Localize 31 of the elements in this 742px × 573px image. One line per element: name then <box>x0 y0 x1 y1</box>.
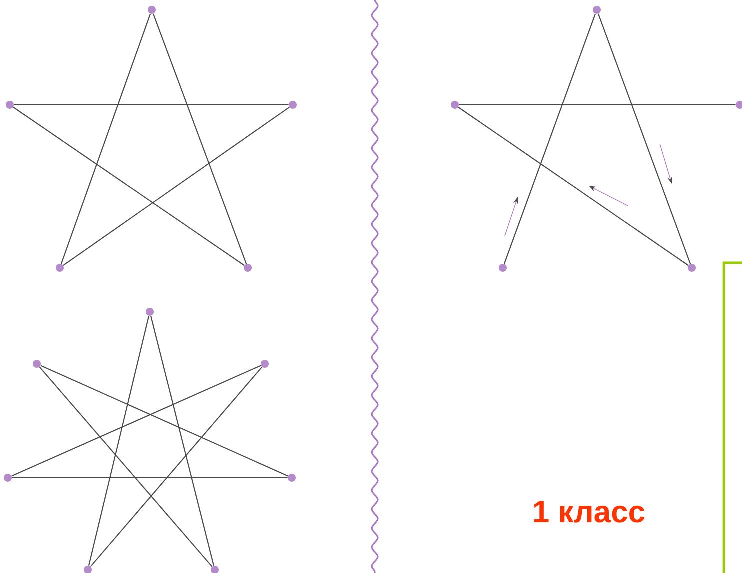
line <box>12 477 288 479</box>
line <box>152 14 248 264</box>
line <box>14 104 289 106</box>
line <box>39 366 213 568</box>
dot <box>451 101 459 109</box>
dot <box>146 308 154 316</box>
line <box>90 366 263 568</box>
dot <box>244 264 252 272</box>
line <box>63 106 290 266</box>
line <box>60 14 152 264</box>
line <box>13 106 245 266</box>
line <box>150 316 215 566</box>
dot <box>289 101 297 109</box>
dot <box>56 264 64 272</box>
line <box>598 14 692 264</box>
line <box>458 106 689 266</box>
line <box>504 14 596 264</box>
dot <box>499 264 507 272</box>
dot <box>148 6 156 14</box>
dot <box>593 6 601 14</box>
line <box>88 316 150 566</box>
line <box>12 365 262 477</box>
grade-label: 1 класс <box>534 501 645 523</box>
line <box>459 104 736 106</box>
dot <box>6 101 14 109</box>
dot <box>288 474 296 482</box>
dot <box>688 264 696 272</box>
dot <box>33 360 41 368</box>
line <box>40 365 288 477</box>
dot <box>261 360 269 368</box>
dot <box>4 474 12 482</box>
